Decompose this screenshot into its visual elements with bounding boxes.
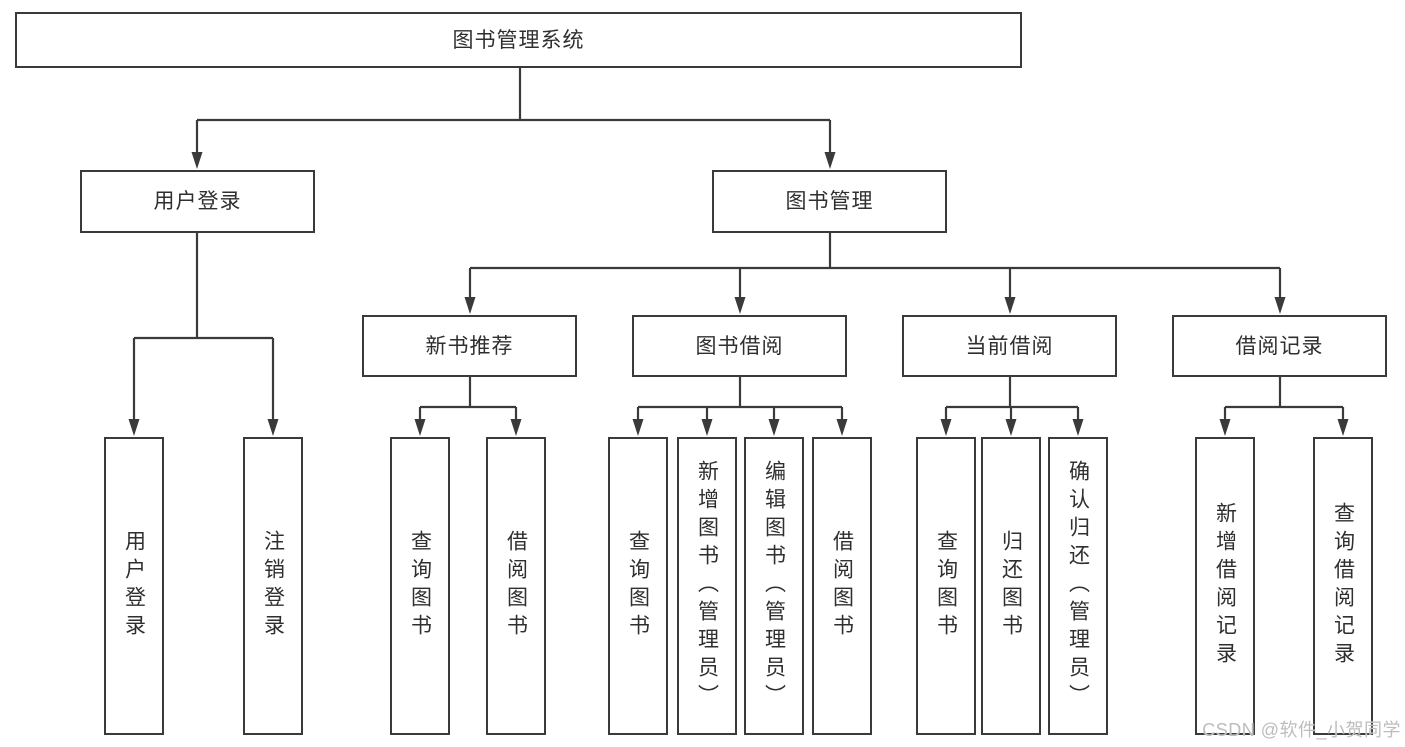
node-user-login: 用户登录 [80, 170, 315, 233]
leaf-logout: 注销登录 [243, 437, 303, 735]
csdn-watermark: CSDN @软件_小贺同学 [1202, 720, 1401, 740]
node-library-management-system: 图书管理系统 [15, 12, 1022, 68]
leaf-nb-query-books: 查询图书 [390, 437, 450, 735]
connector-book-management-split [464, 233, 1286, 314]
node-new-book-recommendation: 新书推荐 [362, 315, 577, 377]
leaf-user-login: 用户登录 [104, 437, 164, 735]
node-borrowing-records: 借阅记录 [1172, 315, 1387, 377]
leaf-nb-borrow-books: 借阅图书 [486, 437, 546, 735]
leaf-bb-add-books-admin: 新增图书（管理员） [677, 437, 737, 735]
leaf-cb-confirm-return-admin: 确认归还（管理员） [1048, 437, 1108, 735]
node-current-borrowing: 当前借阅 [902, 315, 1117, 377]
node-book-management: 图书管理 [712, 170, 947, 233]
leaf-bb-borrow-books: 借阅图书 [812, 437, 872, 735]
leaf-bb-edit-books-admin: 编辑图书（管理员） [744, 437, 804, 735]
leaf-bb-query-books: 查询图书 [608, 437, 668, 735]
connector-current-borrowing-split [940, 377, 1084, 436]
leaf-cb-query-books: 查询图书 [916, 437, 976, 735]
leaf-br-add-record: 新增借阅记录 [1195, 437, 1255, 735]
leaf-br-query-record: 查询借阅记录 [1313, 437, 1373, 735]
connector-root-split [191, 68, 836, 169]
connector-user-login-split [128, 233, 279, 436]
connector-new-book-split [414, 377, 522, 436]
connector-borrowing-records-split [1219, 377, 1349, 436]
connector-book-borrowing-split [632, 377, 848, 436]
node-book-borrowing: 图书借阅 [632, 315, 847, 377]
leaf-cb-return-books: 归还图书 [981, 437, 1041, 735]
